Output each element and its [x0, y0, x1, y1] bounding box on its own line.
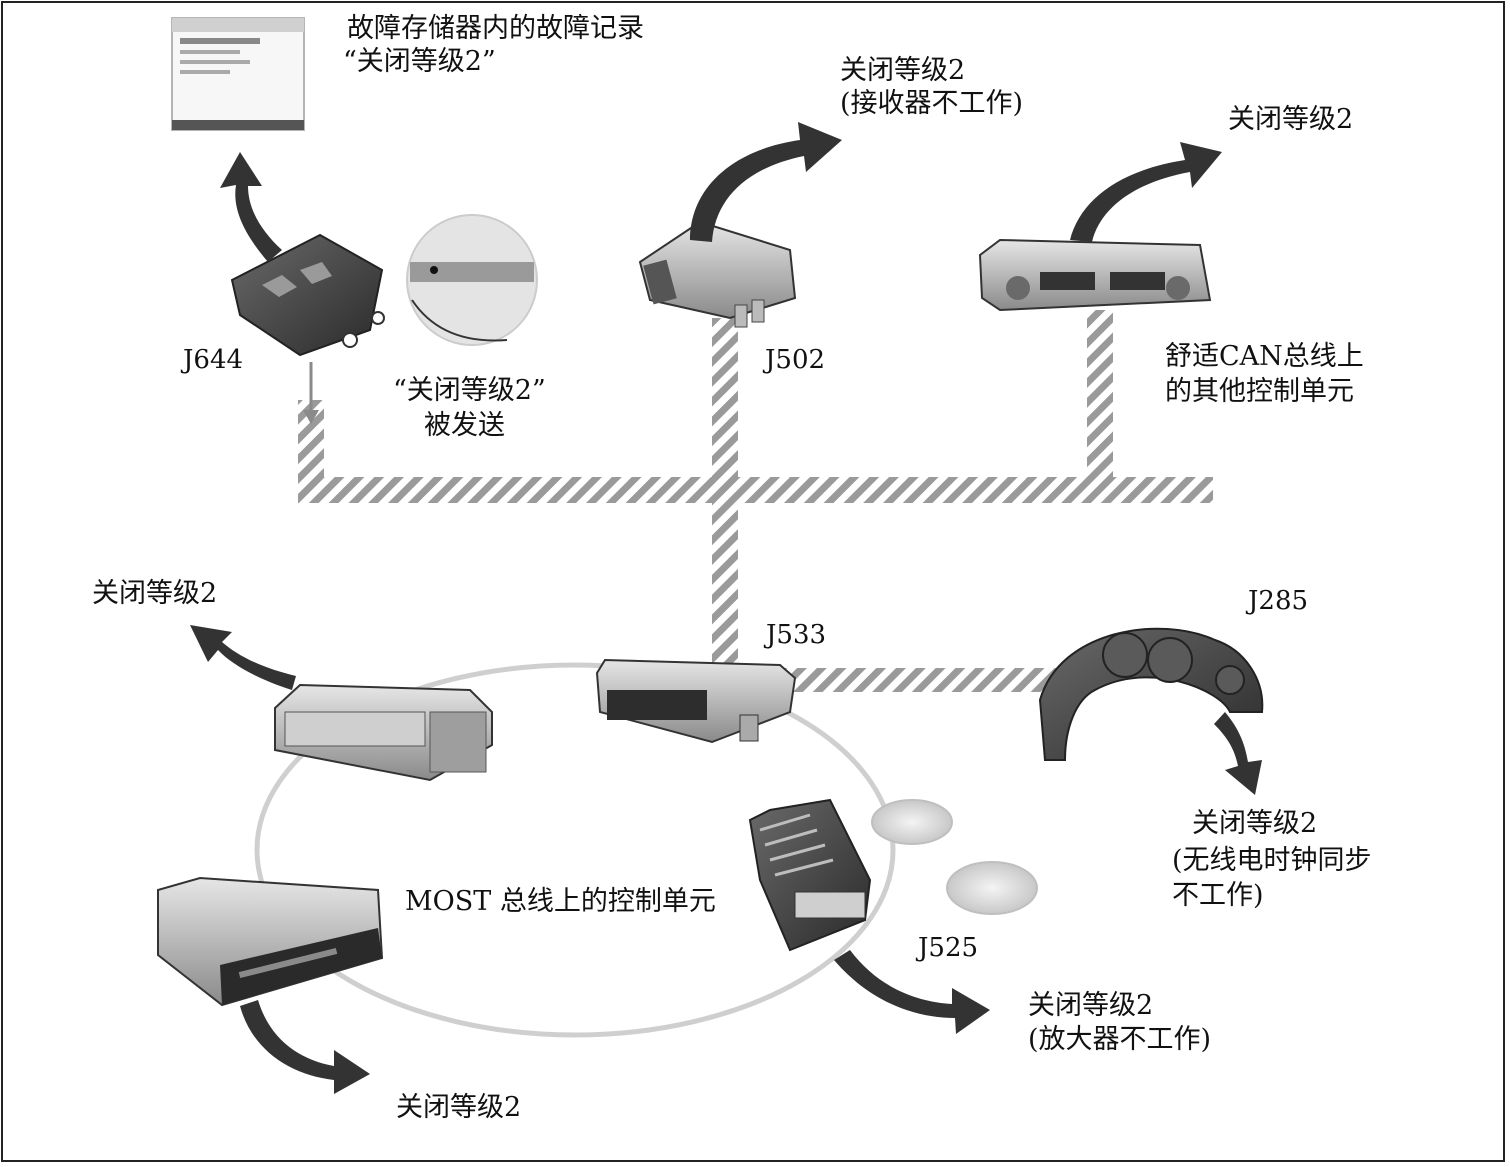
j502-label: J502: [765, 345, 826, 375]
j502-shutdown-note: (接收器不工作): [840, 88, 1024, 119]
most-device-lower-left: [157, 876, 384, 1007]
most-device-upper-left: [274, 683, 493, 782]
j525-shutdown-label: 关闭等级2: [1028, 990, 1154, 1021]
comfort-can-units-label: 的其他控制单元: [1165, 376, 1354, 407]
j525-label: J525: [918, 933, 979, 963]
speaker-small: [871, 799, 953, 845]
most-ring: [254, 662, 896, 1038]
j533-label: J533: [766, 620, 827, 650]
j285-shutdown-note-end: 不工作): [1172, 880, 1264, 911]
shutdown-arrows: [190, 122, 1262, 1094]
fault-memory-screen: [171, 17, 305, 131]
zoom-bubble: [406, 214, 538, 346]
j285-label: J285: [1248, 586, 1309, 616]
comfort-can-bus: [298, 310, 1213, 692]
speaker-large: [946, 861, 1038, 915]
fault-record-title: 故障存储器内的故障记录: [347, 13, 644, 44]
j644-send-arrow: [303, 362, 319, 424]
comfort-shutdown-label: 关闭等级2: [1228, 104, 1354, 135]
j525-shutdown-note: (放大器不工作): [1028, 1024, 1212, 1055]
left-device-shutdown-label: 关闭等级2: [92, 578, 218, 609]
sent-label: 被发送: [424, 410, 505, 441]
j525-amplifier: [748, 798, 872, 952]
j644-device: [230, 233, 385, 357]
bottom-device-shutdown-label: 关闭等级2: [396, 1092, 522, 1123]
j285-shutdown-label: 关闭等级2: [1192, 808, 1318, 839]
j285-instrument-cluster: [1038, 627, 1264, 761]
j644-label: J644: [183, 345, 244, 375]
j533-gateway: [595, 658, 797, 744]
comfort-control-panel: [978, 238, 1212, 312]
j285-shutdown-note: (无线电时钟同步: [1172, 845, 1372, 876]
j502-shutdown-label: 关闭等级2: [840, 55, 966, 86]
fault-record-level: “关闭等级2”: [343, 46, 496, 77]
sent-level-label: “关闭等级2”: [393, 375, 546, 406]
most-bus-label: MOST 总线上的控制单元: [405, 886, 716, 917]
j502-device: [638, 220, 797, 328]
comfort-can-label: 舒适CAN总线上: [1165, 341, 1364, 372]
